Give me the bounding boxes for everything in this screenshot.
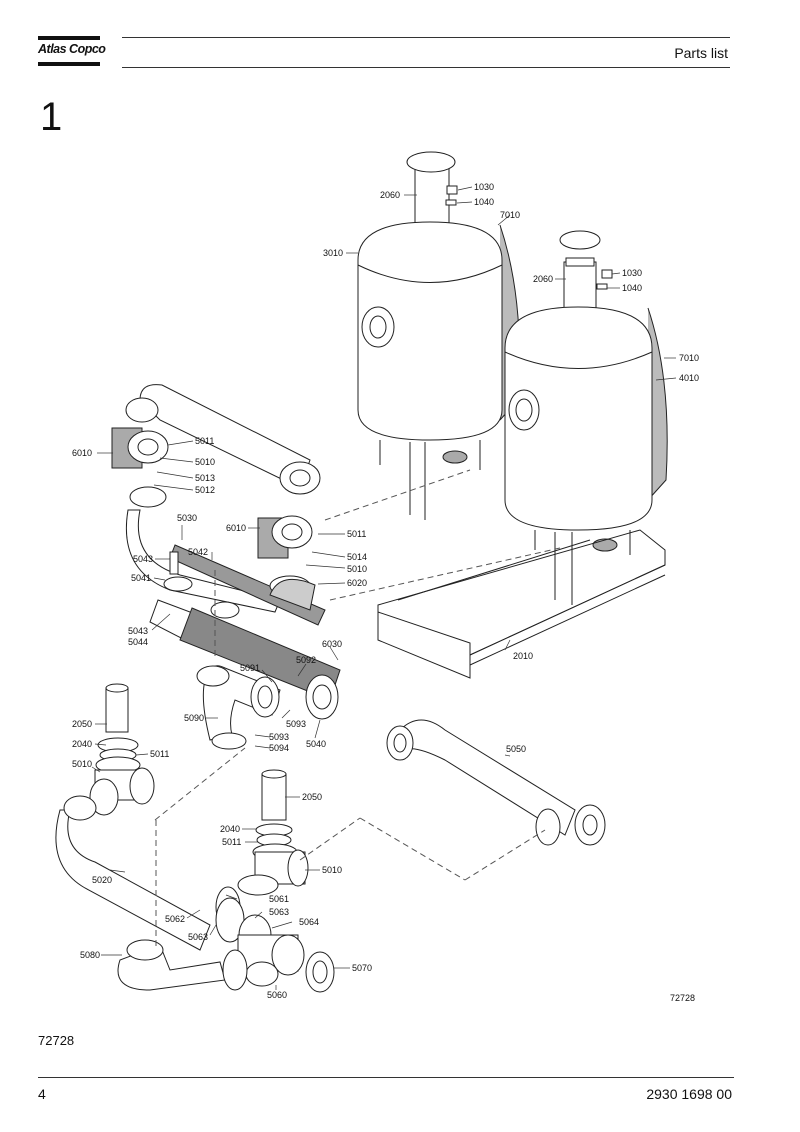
callout-3010: 3010	[323, 248, 343, 258]
callout-6030: 6030	[322, 639, 342, 649]
tee-fittings-lower	[237, 914, 335, 993]
callout-5010-c: 5010	[72, 759, 92, 769]
vessel-left	[357, 151, 521, 520]
callout-5013: 5013	[195, 473, 215, 483]
callout-5062: 5062	[165, 914, 185, 924]
pipe-5020	[55, 795, 245, 951]
callout-5041: 5041	[131, 573, 151, 583]
callout-2040-b: 2040	[220, 824, 240, 834]
callout-2010: 2010	[513, 651, 533, 661]
callout-5011-a: 5011	[195, 436, 214, 446]
callout-5011-c: 5011	[150, 749, 169, 759]
callout-1040-b: 1040	[622, 283, 642, 293]
callout-5040: 5040	[306, 739, 326, 749]
elbow-pipe-5050	[386, 719, 606, 846]
page-title: Parts list	[674, 45, 728, 61]
figure-id: 72728	[38, 1033, 75, 1048]
filter-cartridge-right	[237, 769, 309, 896]
callout-5092: 5092	[296, 655, 316, 665]
callout-2060-a: 2060	[380, 190, 400, 200]
callout-7010-b: 7010	[679, 353, 699, 363]
callout-5064: 5064	[299, 917, 319, 927]
callout-2050-a: 2050	[72, 719, 92, 729]
u-pipe-5080	[117, 939, 248, 991]
callout-5080: 5080	[80, 950, 100, 960]
document-number: 2930 1698 00	[646, 1086, 732, 1102]
elbow-assembly-5090	[196, 665, 281, 750]
callout-5010-b: 5010	[347, 564, 367, 574]
callout-4010: 4010	[679, 373, 699, 383]
callout-5014: 5014	[347, 552, 367, 562]
callout-5063-b: 5063	[269, 907, 289, 917]
callout-5093-b: 5093	[269, 732, 289, 742]
logo-bar-top	[38, 36, 100, 40]
callout-5061: 5061	[269, 894, 289, 904]
callout-5012: 5012	[195, 485, 215, 495]
header-rule-bottom	[122, 67, 730, 68]
callout-1030-b: 1030	[622, 268, 642, 278]
callout-5011-d: 5011	[222, 837, 241, 847]
drawing-figure-id: 72728	[670, 993, 696, 1003]
manifold-upper	[111, 384, 341, 720]
callout-5042: 5042	[188, 547, 208, 557]
logo-wordmark: Atlas Copco	[38, 42, 106, 56]
callout-1030-a: 1030	[474, 182, 494, 192]
callout-5060: 5060	[267, 990, 287, 1000]
callout-2040-a: 2040	[72, 739, 92, 749]
callout-5050: 5050	[506, 744, 526, 754]
callout-5070: 5070	[352, 963, 372, 973]
callout-6010-b: 6010	[226, 523, 246, 533]
callout-5010-a: 5010	[195, 457, 215, 467]
callout-labels: 2060 1030 1040 7010 3010 2060 1030 1040 …	[72, 182, 699, 1000]
callout-1040-a: 1040	[474, 197, 494, 207]
filter-cartridge-left	[89, 683, 155, 816]
assembly-dashed-lines	[154, 469, 561, 950]
callout-5093-a: 5093	[286, 719, 306, 729]
callout-5094: 5094	[269, 743, 289, 753]
callout-6020: 6020	[347, 578, 367, 588]
vessel-right	[504, 230, 668, 605]
callout-2060-b: 2060	[533, 274, 553, 284]
callout-5030: 5030	[177, 513, 197, 523]
callout-5090: 5090	[184, 713, 204, 723]
callout-5010-d: 5010	[322, 865, 342, 875]
page-number: 4	[38, 1086, 46, 1102]
callout-5020: 5020	[92, 875, 112, 885]
callout-leaders	[91, 186, 677, 990]
callout-5011-b: 5011	[347, 529, 366, 539]
logo-bar-bottom	[38, 62, 100, 66]
callout-2050-b: 2050	[302, 792, 322, 802]
footer-rule	[38, 1077, 734, 1078]
header-rule-top	[122, 37, 730, 38]
callout-5063-a: 5063	[188, 932, 208, 942]
callout-6010-a: 6010	[72, 448, 92, 458]
callout-5044: 5044	[128, 637, 148, 647]
section-number: 1	[40, 95, 63, 139]
callout-5043-b: 5043	[128, 626, 148, 636]
base-frame	[377, 529, 666, 679]
callout-7010-a: 7010	[500, 210, 520, 220]
callout-5091: 5091	[240, 663, 260, 673]
callout-5043-a: 5043	[133, 554, 153, 564]
atlas-copco-logo: Atlas Copco	[38, 36, 106, 66]
